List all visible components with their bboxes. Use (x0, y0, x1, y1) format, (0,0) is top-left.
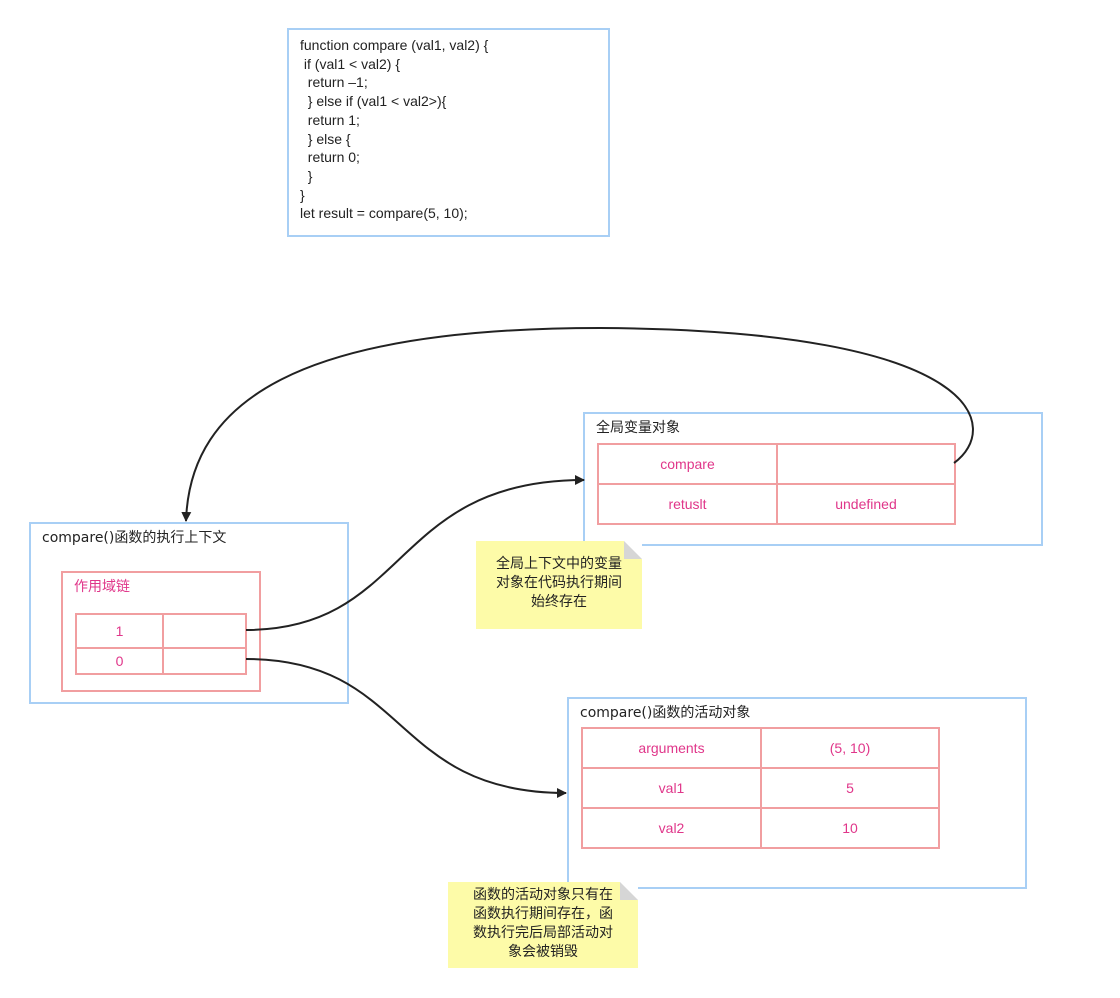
activation-key-val1: val1 (581, 767, 762, 809)
code-line: return 1; (300, 111, 360, 128)
activation-key-val2: val2 (581, 807, 762, 849)
code-line: } else if (val1 < val2>){ (300, 93, 447, 110)
note-line: 始终存在 (531, 594, 587, 610)
activation-object-title: compare()函数的活动对象 (580, 705, 751, 721)
scope-value-0 (162, 647, 247, 675)
global-object-table: compare retuslt undefined (597, 443, 956, 525)
table-row: val2 10 (581, 807, 940, 849)
note-line: 数执行完后局部活动对 (473, 925, 613, 941)
activation-object-sticky-note: 函数的活动对象只有在 函数执行期间存在，函 数执行完后局部活动对 象会被销毁 (448, 882, 638, 968)
code-box: function compare (val1, val2) { if (val1… (287, 28, 610, 237)
global-object-sticky-note: 全局上下文中的变量 对象在代码执行期间 始终存在 (476, 541, 642, 629)
note-line: 函数执行期间存在，函 (473, 906, 613, 922)
global-value-result: undefined (776, 483, 956, 525)
global-key-compare: compare (597, 443, 778, 485)
note-line: 函数的活动对象只有在 (473, 887, 613, 903)
scope-key-1: 1 (75, 613, 164, 649)
scope-value-1 (162, 613, 247, 649)
activation-value-val1: 5 (760, 767, 940, 809)
global-variable-object-box: 全局变量对象 compare retuslt undefined (583, 412, 1043, 546)
note-line: 象会被销毁 (508, 944, 578, 960)
scope-key-0: 0 (75, 647, 164, 675)
code-line: return –1; (300, 74, 368, 91)
global-object-title: 全局变量对象 (596, 420, 680, 436)
global-key-result: retuslt (597, 483, 778, 525)
table-row: compare (597, 443, 956, 485)
note-fold-corner (620, 882, 638, 900)
note-line: 全局上下文中的变量 (496, 556, 622, 572)
code-line: } (300, 167, 313, 184)
scope-chain-title: 作用域链 (74, 579, 130, 595)
code-line: } else { (300, 130, 351, 147)
table-row: arguments (5, 10) (581, 727, 940, 769)
activation-object-table: arguments (5, 10) val1 5 val2 10 (581, 727, 940, 849)
table-row: 0 (75, 647, 247, 675)
table-row: 1 (75, 613, 247, 649)
code-line: let result = compare(5, 10); (300, 205, 468, 222)
note-line: 对象在代码执行期间 (496, 575, 622, 591)
activation-value-arguments: (5, 10) (760, 727, 940, 769)
code-listing: function compare (val1, val2) { if (val1… (300, 36, 488, 223)
activation-object-box: compare()函数的活动对象 arguments (5, 10) val1 … (567, 697, 1027, 889)
execution-context-title: compare()函数的执行上下文 (42, 530, 227, 546)
code-line: return 0; (300, 149, 360, 166)
scope-chain-table: 1 0 (75, 613, 247, 675)
table-row: retuslt undefined (597, 483, 956, 525)
note-fold-corner (624, 541, 642, 559)
code-line: } (300, 186, 305, 203)
global-value-compare (776, 443, 956, 485)
activation-value-val2: 10 (760, 807, 940, 849)
scope-chain-box: 作用域链 1 0 (61, 571, 261, 692)
table-row: val1 5 (581, 767, 940, 809)
code-line: if (val1 < val2) { (300, 55, 400, 72)
code-line: function compare (val1, val2) { (300, 37, 489, 53)
activation-key-arguments: arguments (581, 727, 762, 769)
